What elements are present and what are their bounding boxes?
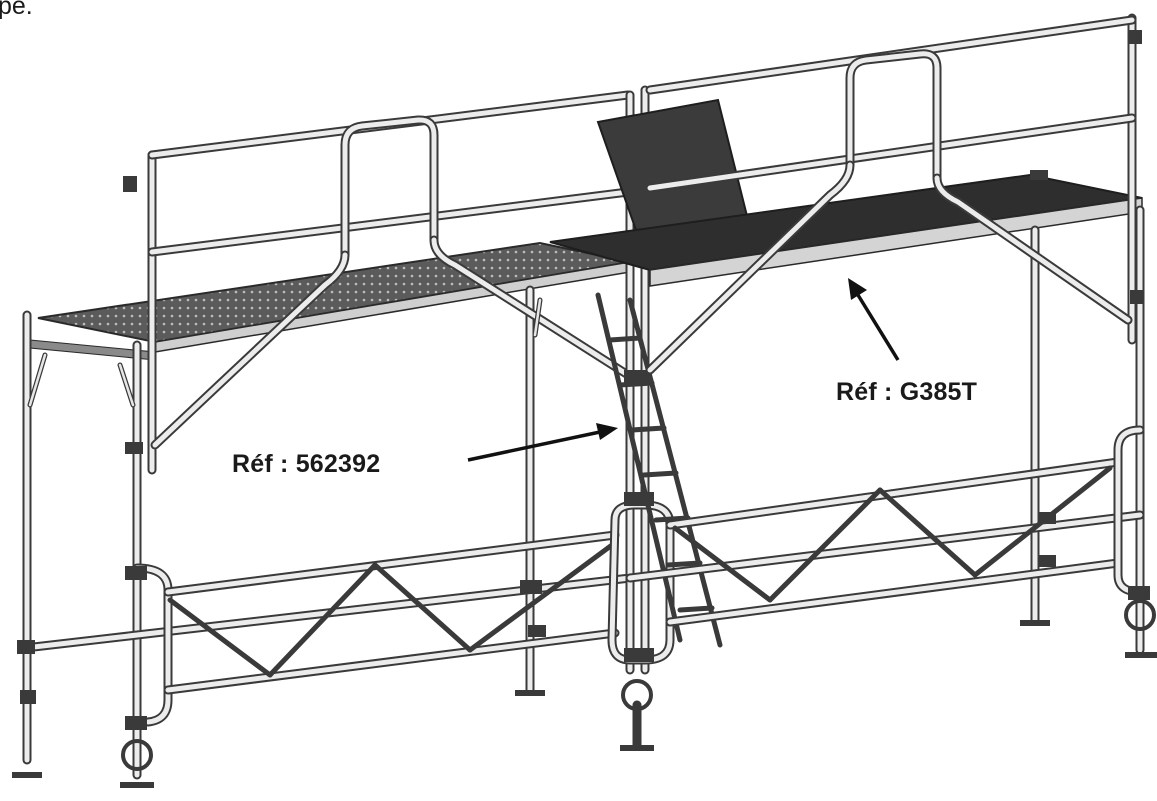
right-uprights: [1030, 13, 1145, 655]
callout-arrow-right: [848, 278, 900, 361]
left-guardrail: [147, 90, 633, 450]
callout-arrow-left: [467, 423, 618, 462]
left-base-jacks: [12, 690, 545, 788]
access-ladder: [595, 292, 723, 648]
left-bay: [12, 90, 635, 788]
callout-label-562392: Réf : 562392: [232, 450, 381, 478]
right-base-jacks: [1020, 599, 1157, 658]
right-clamps: [1030, 30, 1150, 600]
left-uprights: [22, 150, 535, 780]
left-deck-perforated: [37, 241, 631, 344]
callout-label-g385t: Réf : G385T: [836, 378, 978, 406]
right-guardrail: [645, 15, 1137, 375]
cropped-text-fragment: pe.: [0, 0, 33, 20]
left-clamps: [17, 176, 546, 730]
right-bay: [549, 13, 1157, 658]
